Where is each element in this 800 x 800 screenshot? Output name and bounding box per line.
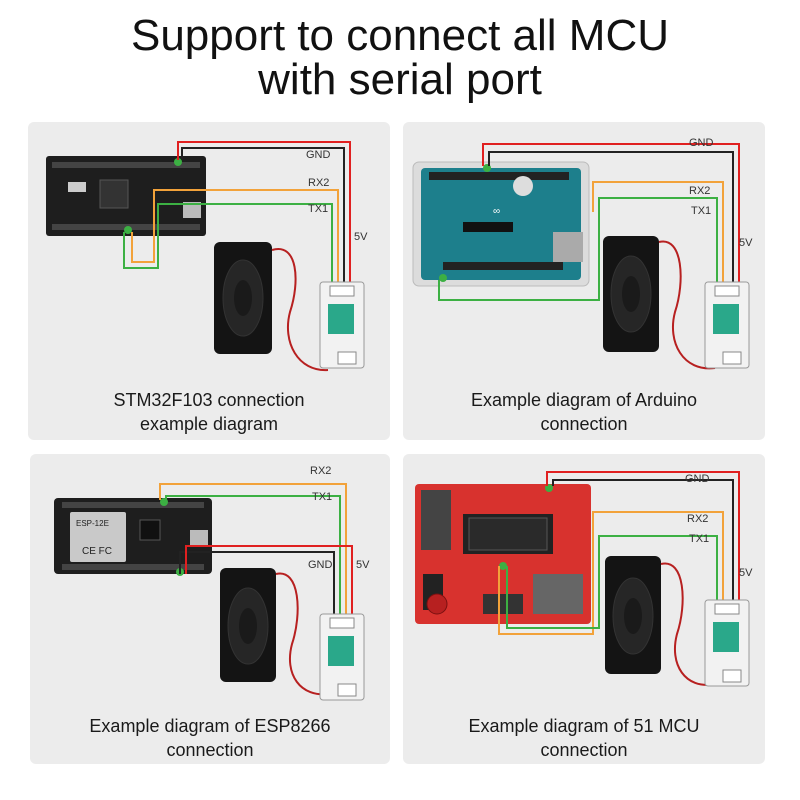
audio-module-icon: [319, 281, 365, 369]
stm32-wires: [123, 141, 351, 282]
rx-label: RX2: [687, 513, 708, 525]
arduino-wiring-diagram: ∞ GND RX2 TX1 5V: [412, 137, 753, 370]
caption-line-1: Example diagram of Arduino: [470, 390, 698, 410]
speaker-icon: [603, 236, 716, 370]
title-line-1: Support to connect all MCU: [130, 11, 670, 60]
ce-mark: CE FC: [82, 546, 112, 557]
speaker-icon: [605, 556, 716, 686]
stm32-wiring-diagram: GND RX2 TX1 5V: [46, 141, 368, 372]
page-title: Support to connect all MCU with serial p…: [0, 14, 800, 102]
panel-caption: Example diagram of Arduino connection: [403, 388, 765, 436]
caption-line-2: connection: [540, 414, 628, 434]
tx-label: TX1: [691, 205, 711, 217]
tx-label: TX1: [312, 491, 332, 503]
caption-line-2: connection: [540, 740, 628, 760]
gnd-label: GND: [689, 137, 714, 149]
caption-line-2: connection: [166, 740, 254, 760]
caption-line-1: Example diagram of ESP8266: [89, 716, 331, 736]
rx-label: RX2: [689, 185, 710, 197]
mcu51-wires: [498, 471, 740, 635]
speaker-icon: [220, 568, 331, 696]
esp8266-wires: [159, 483, 353, 614]
title-line-2: with serial port: [258, 55, 542, 104]
caption-line-1: Example diagram of 51 MCU: [468, 716, 700, 736]
caption-line-1: STM32F103 connection: [113, 390, 305, 410]
v5-label: 5V: [354, 231, 368, 243]
esp8266-board-icon: ESP-12E CE FC: [54, 498, 212, 576]
panel-stm32: GND RX2 TX1 5V STM32F103 connection exam…: [28, 122, 390, 440]
stm32-board-icon: [46, 156, 206, 236]
tx-label: TX1: [689, 533, 709, 545]
gnd-label: GND: [306, 149, 331, 161]
panel-esp8266: ESP-12E CE FC RX2 TX1 GND 5V: [30, 454, 390, 764]
caption-line-2: example diagram: [139, 414, 279, 434]
audio-module-icon: [704, 281, 750, 369]
v5-label: 5V: [739, 567, 753, 579]
svg-text:∞: ∞: [493, 206, 500, 217]
audio-module-icon: [319, 613, 365, 701]
gnd-label: GND: [308, 559, 333, 571]
arduino-board-icon: ∞: [412, 161, 590, 287]
speaker-icon: [214, 242, 329, 372]
gnd-label: GND: [685, 473, 710, 485]
rx-label: RX2: [308, 177, 329, 189]
mcu51-board-icon: [415, 484, 591, 624]
arduino-wires: [438, 143, 740, 301]
panel-caption: Example diagram of 51 MCU connection: [403, 714, 765, 762]
v5-label: 5V: [356, 559, 370, 571]
esp8266-wiring-diagram: ESP-12E CE FC RX2 TX1 GND 5V: [54, 465, 370, 701]
panel-arduino: ∞ GND RX2 TX1 5V Example diagram of Ardu…: [403, 122, 765, 440]
tx-label: TX1: [308, 203, 328, 215]
panel-caption: STM32F103 connection example diagram: [28, 388, 390, 436]
esp-module-label: ESP-12E: [76, 519, 109, 528]
mcu51-wiring-diagram: GND RX2 TX1 5V: [415, 471, 753, 687]
panel-51mcu: GND RX2 TX1 5V Example diagram of 51 MCU…: [403, 454, 765, 764]
v5-label: 5V: [739, 237, 753, 249]
audio-module-icon: [704, 599, 750, 687]
rx-label: RX2: [310, 465, 331, 477]
panel-caption: Example diagram of ESP8266 connection: [30, 714, 390, 762]
